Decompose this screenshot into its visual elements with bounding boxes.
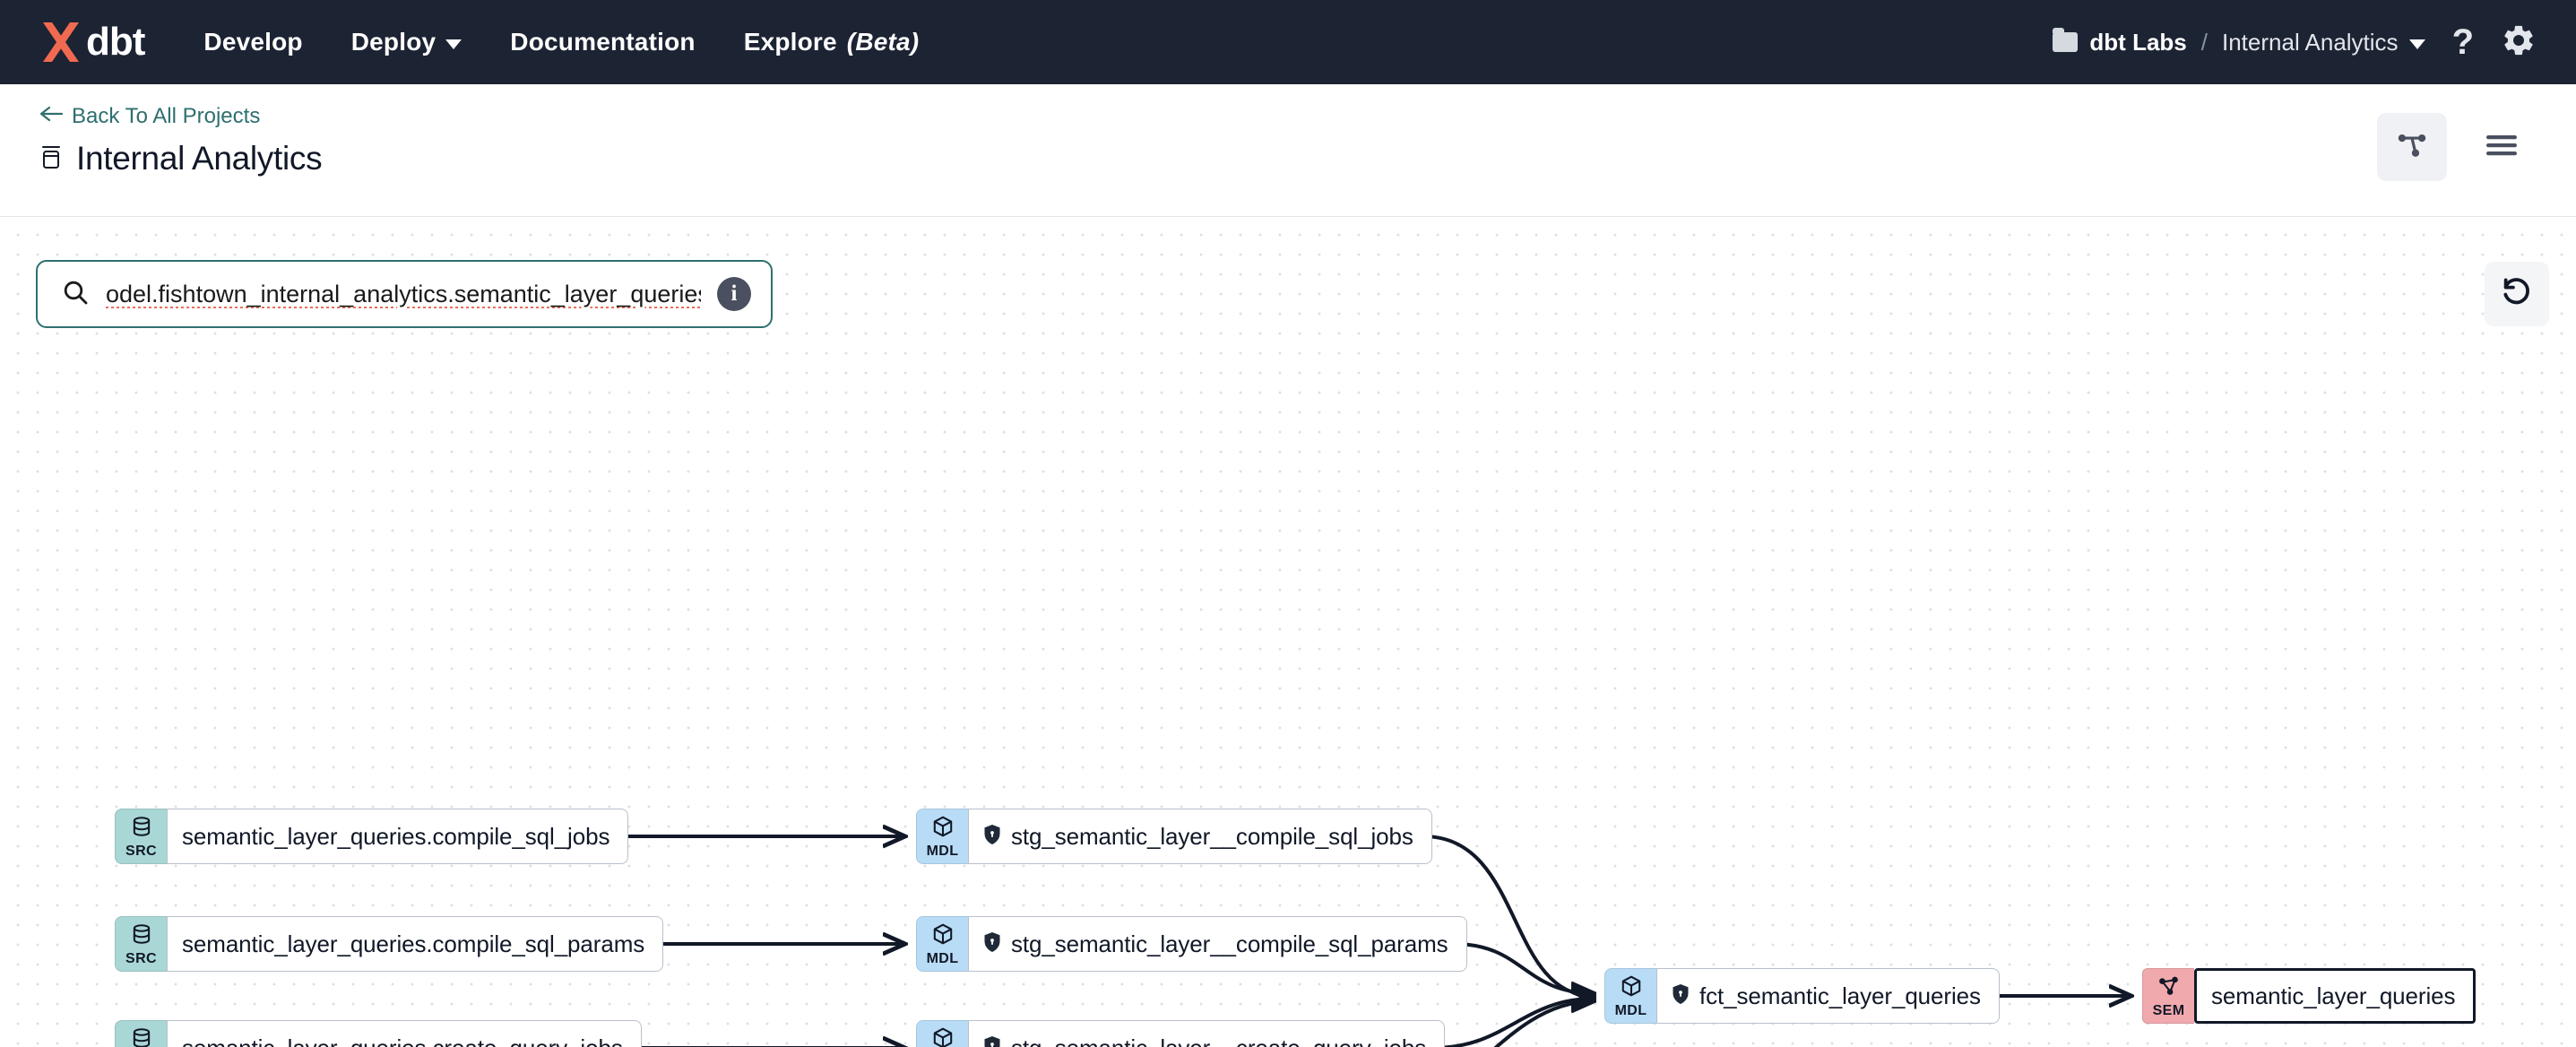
settings-button[interactable] — [2501, 22, 2537, 63]
dbt-logo-link[interactable]: dbt — [39, 19, 145, 65]
lineage-canvas[interactable]: odel.fishtown_internal_analytics.semanti… — [0, 217, 2576, 1047]
node-label: stg_semantic_layer__compile_sql_params — [1011, 930, 1448, 957]
database-cylinder-icon — [130, 1026, 153, 1047]
node-body[interactable]: stg_semantic_layer__compile_sql_jobs — [968, 809, 1432, 864]
shield-lock-icon — [983, 824, 1001, 850]
primary-nav-links: Develop Deploy Documentation Explore (Be… — [203, 28, 919, 56]
nav-item-explore-label: Explore — [743, 28, 837, 56]
database-cylinder-icon — [130, 815, 153, 843]
node-search-box[interactable]: odel.fishtown_internal_analytics.semanti… — [36, 260, 773, 328]
cube-icon — [1620, 974, 1643, 1002]
node-type-badge-sem: SEM — [2142, 968, 2194, 1024]
reset-graph-button[interactable] — [2485, 262, 2549, 326]
node-label: stg_semantic_layer__create_query_jobs — [1011, 1034, 1426, 1047]
nav-right-group: dbt Labs / Internal Analytics ? — [2053, 22, 2537, 63]
node-type-badge-mdl: MDL — [916, 1020, 968, 1047]
node-label: semantic_layer_queries.create_query_jobs — [182, 1034, 623, 1047]
top-navigation-bar: dbt Develop Deploy Documentation Explore… — [0, 0, 2576, 84]
node-body[interactable]: stg_semantic_layer__create_query_jobs — [968, 1020, 1446, 1047]
shield-lock-icon — [1672, 983, 1690, 1009]
project-sub-header: Back To All Projects Internal Analytics — [0, 84, 2576, 217]
node-body[interactable]: stg_semantic_layer__compile_sql_params — [968, 916, 1467, 972]
reset-arrow-icon — [2500, 275, 2534, 314]
search-input[interactable]: odel.fishtown_internal_analytics.semanti… — [106, 280, 701, 307]
lineage-node-fact-model[interactable]: MDL fct_semantic_layer_queries — [1604, 968, 2000, 1024]
node-type-badge-label: SRC — [125, 843, 157, 859]
node-type-badge-src: SRC — [115, 916, 167, 972]
semantic-graph-icon — [2157, 974, 2181, 1002]
node-type-badge-src: SRC — [115, 1020, 167, 1047]
account-org-label: dbt Labs — [2089, 28, 2187, 56]
nav-item-documentation-label: Documentation — [510, 28, 696, 56]
node-body[interactable]: semantic_layer_queries.compile_sql_jobs — [167, 809, 629, 864]
back-to-all-projects-link[interactable]: Back To All Projects — [39, 104, 322, 129]
nav-item-documentation[interactable]: Documentation — [510, 28, 695, 56]
node-body[interactable]: semantic_layer_queries — [2194, 968, 2477, 1024]
node-label: semantic_layer_queries.compile_sql_param… — [182, 930, 645, 957]
nav-item-explore[interactable]: Explore (Beta) — [744, 28, 920, 56]
breadcrumb-separator: / — [2200, 28, 2208, 56]
lineage-node-model[interactable]: MDL stg_semantic_layer__compile_sql_para… — [916, 916, 1467, 972]
lineage-node-source[interactable]: SRC semantic_layer_queries.create_query_… — [115, 1020, 642, 1047]
nav-item-develop[interactable]: Develop — [203, 28, 302, 56]
cube-icon — [931, 815, 955, 843]
node-type-badge-mdl: MDL — [916, 916, 968, 972]
nav-item-explore-beta-tag: (Beta) — [846, 28, 920, 56]
account-project-selector[interactable]: Internal Analytics — [2222, 29, 2425, 56]
account-project-label: Internal Analytics — [2222, 28, 2399, 56]
lineage-view-button[interactable] — [2377, 113, 2447, 181]
lineage-node-semantic-model[interactable]: SEM semantic_layer_queries — [2142, 968, 2477, 1024]
node-label: semantic_layer_queries.compile_sql_jobs — [182, 822, 610, 850]
question-mark-icon: ? — [2451, 22, 2474, 62]
account-breadcrumb: dbt Labs / Internal Analytics — [2053, 28, 2425, 56]
node-body[interactable]: semantic_layer_queries.create_query_jobs — [167, 1020, 642, 1047]
list-view-button[interactable] — [2467, 113, 2537, 181]
lineage-node-model[interactable]: MDL stg_semantic_layer__create_query_job… — [916, 1020, 1446, 1047]
chevron-down-icon — [2408, 39, 2425, 49]
hamburger-menu-icon — [2485, 132, 2519, 163]
database-icon — [39, 143, 63, 175]
shield-lock-icon — [983, 1035, 1001, 1047]
node-type-badge-src: SRC — [115, 809, 167, 864]
node-label: stg_semantic_layer__compile_sql_jobs — [1011, 822, 1413, 850]
gear-icon — [2501, 22, 2537, 63]
breadcrumb-block: Back To All Projects Internal Analytics — [39, 104, 323, 177]
arrow-left-icon — [39, 104, 64, 129]
help-button[interactable]: ? — [2452, 24, 2474, 60]
back-to-all-projects-label: Back To All Projects — [72, 104, 261, 128]
search-icon — [61, 278, 90, 311]
node-type-badge-label: SEM — [2152, 1002, 2185, 1018]
view-mode-actions — [2377, 104, 2537, 181]
lineage-node-model[interactable]: MDL stg_semantic_layer__compile_sql_jobs — [916, 809, 1432, 864]
account-org-link[interactable]: dbt Labs — [2053, 28, 2187, 56]
node-type-badge-label: MDL — [926, 950, 959, 966]
dbt-logo-icon — [39, 19, 82, 65]
page-title: Internal Analytics — [76, 140, 323, 177]
node-type-badge-mdl: MDL — [1604, 968, 1656, 1024]
info-icon[interactable]: i — [717, 277, 751, 311]
page-title-row: Internal Analytics — [39, 140, 323, 177]
brand-wordmark: dbt — [86, 20, 145, 64]
chevron-down-icon — [445, 39, 462, 49]
nav-item-deploy[interactable]: Deploy — [351, 28, 462, 56]
node-type-badge-label: MDL — [926, 843, 959, 859]
nav-item-deploy-label: Deploy — [350, 28, 437, 56]
node-label: fct_semantic_layer_queries — [1699, 982, 1981, 1009]
cube-icon — [931, 922, 955, 950]
node-type-badge-label: MDL — [1614, 1002, 1647, 1018]
cube-icon — [931, 1026, 955, 1047]
shield-lock-icon — [983, 931, 1001, 957]
lineage-node-source[interactable]: SRC semantic_layer_queries.compile_sql_j… — [115, 809, 629, 864]
node-type-badge-label: SRC — [125, 950, 157, 966]
node-label: semantic_layer_queries — [2211, 982, 2456, 1009]
node-body[interactable]: semantic_layer_queries.compile_sql_param… — [167, 916, 664, 972]
node-body[interactable]: fct_semantic_layer_queries — [1656, 968, 2000, 1024]
database-cylinder-icon — [130, 922, 153, 950]
folder-icon — [2053, 28, 2079, 52]
lineage-node-source[interactable]: SRC semantic_layer_queries.compile_sql_p… — [115, 916, 664, 972]
lineage-graph-icon — [2395, 128, 2429, 167]
node-type-badge-mdl: MDL — [916, 809, 968, 864]
nav-item-develop-label: Develop — [203, 28, 303, 56]
